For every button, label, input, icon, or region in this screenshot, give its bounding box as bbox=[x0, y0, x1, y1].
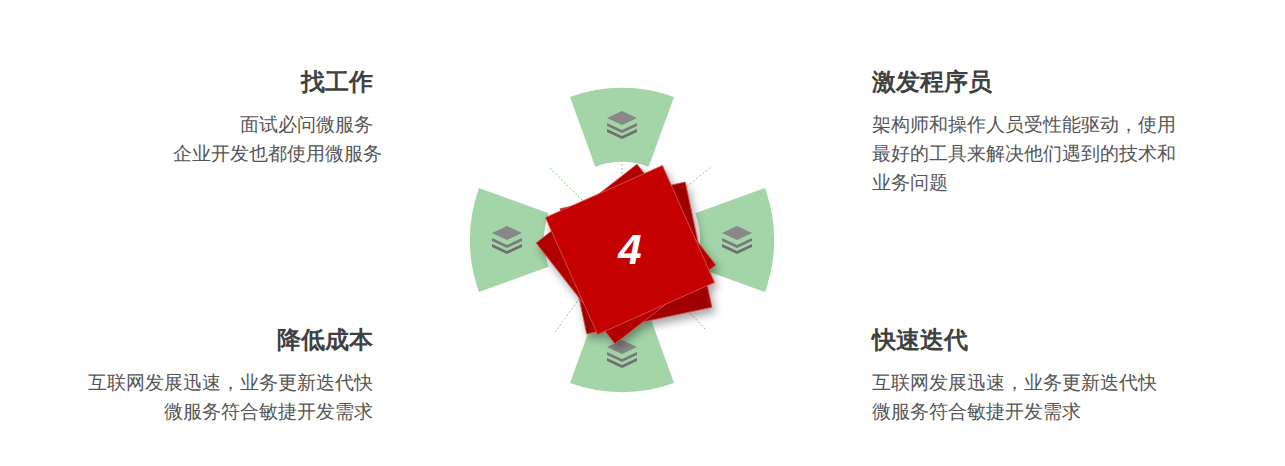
section-heading: 找工作 bbox=[301, 67, 373, 97]
wedge bbox=[470, 188, 549, 292]
green-wedges bbox=[470, 88, 774, 392]
section-heading: 快速迭代 bbox=[872, 325, 968, 355]
red-square-stack: 4 bbox=[540, 160, 720, 340]
section-body: 面试必问微服务 企业开发也都使用微服务 bbox=[173, 110, 373, 168]
section-body: 互联网发展迅速，业务更新迭代快 微服务符合敏捷开发需求 bbox=[872, 368, 1212, 426]
layers-icon bbox=[722, 226, 752, 254]
red-square bbox=[546, 166, 715, 335]
wedge bbox=[570, 88, 674, 167]
center-number: 4 bbox=[618, 229, 641, 271]
section-body: 架构师和操作人员受性能驱动，使用 最好的工具来解决他们遇到的技术和 业务问题 bbox=[872, 110, 1212, 197]
section-heading: 激发程序员 bbox=[872, 67, 992, 97]
section-body: 互联网发展迅速，业务更新迭代快 微服务符合敏捷开发需求 bbox=[33, 368, 373, 426]
red-square bbox=[536, 164, 716, 344]
layers-icon bbox=[607, 340, 637, 368]
section-heading: 降低成本 bbox=[277, 325, 373, 355]
layers-icon bbox=[607, 111, 637, 139]
layers-icon bbox=[492, 226, 522, 254]
